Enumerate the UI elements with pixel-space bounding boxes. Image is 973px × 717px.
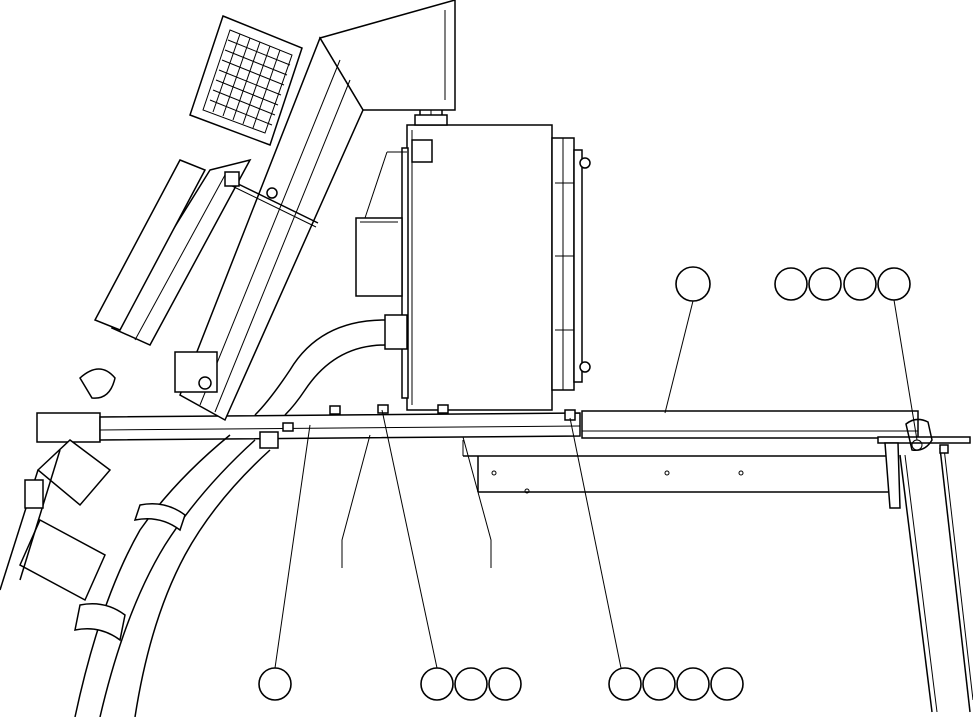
balloon-group-bottom-center	[420, 667, 522, 701]
screen-grille	[189, 15, 303, 146]
callout-balloon	[488, 667, 522, 701]
callout-balloon	[675, 266, 711, 302]
callout-balloon	[808, 267, 842, 301]
cooler-box-unit	[401, 69, 591, 411]
callout-balloon	[676, 667, 710, 701]
callout-balloon	[710, 667, 744, 701]
callout-balloon	[877, 267, 911, 301]
balloon-group-top-right	[774, 267, 911, 301]
beam-details	[79, 351, 576, 449]
lever-rod	[224, 171, 319, 228]
lower-hoses	[74, 434, 271, 717]
callout-balloon	[774, 267, 808, 301]
callout-balloon	[642, 667, 676, 701]
inclined-conveyor	[93, 0, 456, 422]
balloon-group-top-center	[675, 266, 711, 302]
curved-hose	[254, 314, 408, 416]
callout-balloon	[608, 667, 642, 701]
balloon-group-bottom-right	[608, 667, 744, 701]
control-box	[355, 151, 407, 297]
balloon-group-bottom-left	[258, 667, 292, 701]
callout-balloon	[454, 667, 488, 701]
callout-balloon	[843, 267, 877, 301]
frame-beam-right	[581, 410, 919, 439]
callout-balloon	[258, 667, 292, 701]
lower-left-arm	[0, 439, 112, 602]
callout-balloon	[420, 667, 454, 701]
lower-rail	[462, 440, 888, 494]
right-mount-bracket	[877, 418, 973, 713]
leader-lines	[274, 299, 918, 669]
frame-beam-left	[36, 412, 581, 443]
